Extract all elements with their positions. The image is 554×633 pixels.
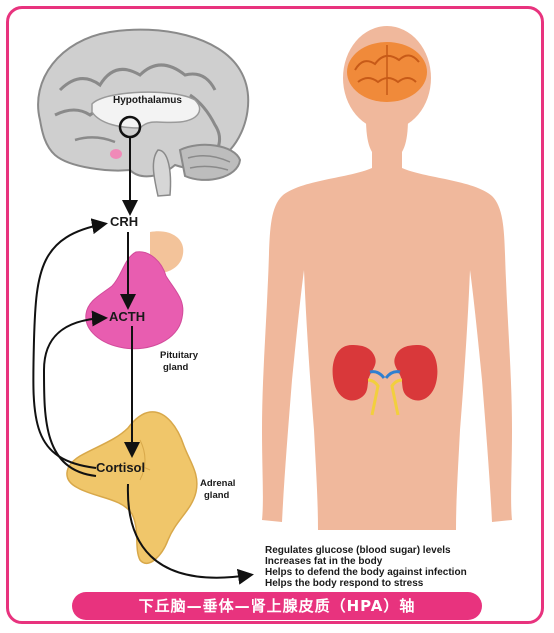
cortisol-to-effects-arrow bbox=[126, 483, 254, 585]
adrenal-label-line2: gland bbox=[204, 490, 230, 501]
pituitary-gland-icon bbox=[85, 231, 184, 350]
cortisol-to-crh-feedback-arrow bbox=[32, 218, 108, 469]
feedback-arrows bbox=[32, 137, 254, 585]
adrenal-label-line1: Adrenal bbox=[200, 478, 236, 489]
cortisol-effects-list: Regulates glucose (blood sugar) levels I… bbox=[265, 545, 467, 589]
effect-item: Regulates glucose (blood sugar) levels bbox=[265, 545, 451, 556]
cortisol-to-acth-feedback-arrow bbox=[42, 310, 108, 477]
pituitary-label-line2: gland bbox=[163, 362, 189, 373]
effect-item: Helps to defend the body against infecti… bbox=[265, 567, 467, 578]
crh-label: CRH bbox=[110, 214, 139, 229]
head-brain-icon bbox=[347, 42, 427, 102]
caption-banner: 下丘脑—垂体—肾上腺皮质（HPA）轴 bbox=[72, 592, 482, 620]
brain-cross-section bbox=[37, 28, 250, 197]
effect-item: Increases fat in the body bbox=[265, 556, 383, 567]
acth-label: ACTH bbox=[109, 309, 146, 324]
kidneys-icon bbox=[332, 345, 438, 416]
hypothalamus-label: Hypothalamus bbox=[113, 95, 182, 106]
cortisol-label: Cortisol bbox=[96, 460, 146, 475]
border-frame bbox=[6, 6, 544, 624]
pituitary-label-line1: Pituitary bbox=[160, 350, 199, 361]
effect-item: Helps the body respond to stress bbox=[265, 578, 424, 589]
